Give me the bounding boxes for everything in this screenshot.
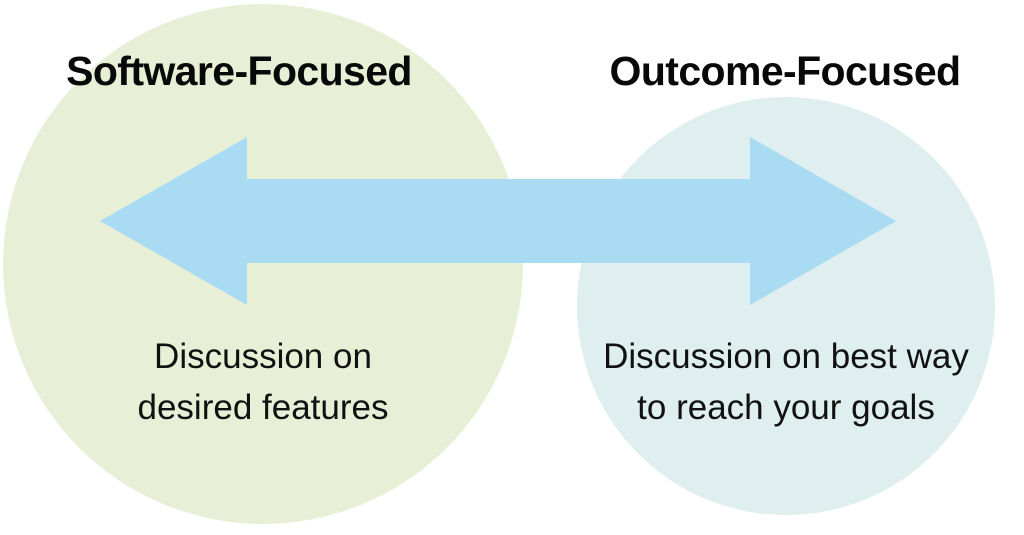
double-headed-arrow-icon (100, 137, 896, 305)
left-caption-desired-features: Discussion on desired features (137, 337, 389, 427)
left-heading-software-focused: Software-Focused (66, 48, 412, 94)
right-heading-outcome-focused: Outcome-Focused (609, 48, 962, 94)
right-caption-reach-your-goals: Discussion on best way to reach your goa… (603, 337, 969, 427)
left-circle-software-focused (3, 4, 523, 524)
